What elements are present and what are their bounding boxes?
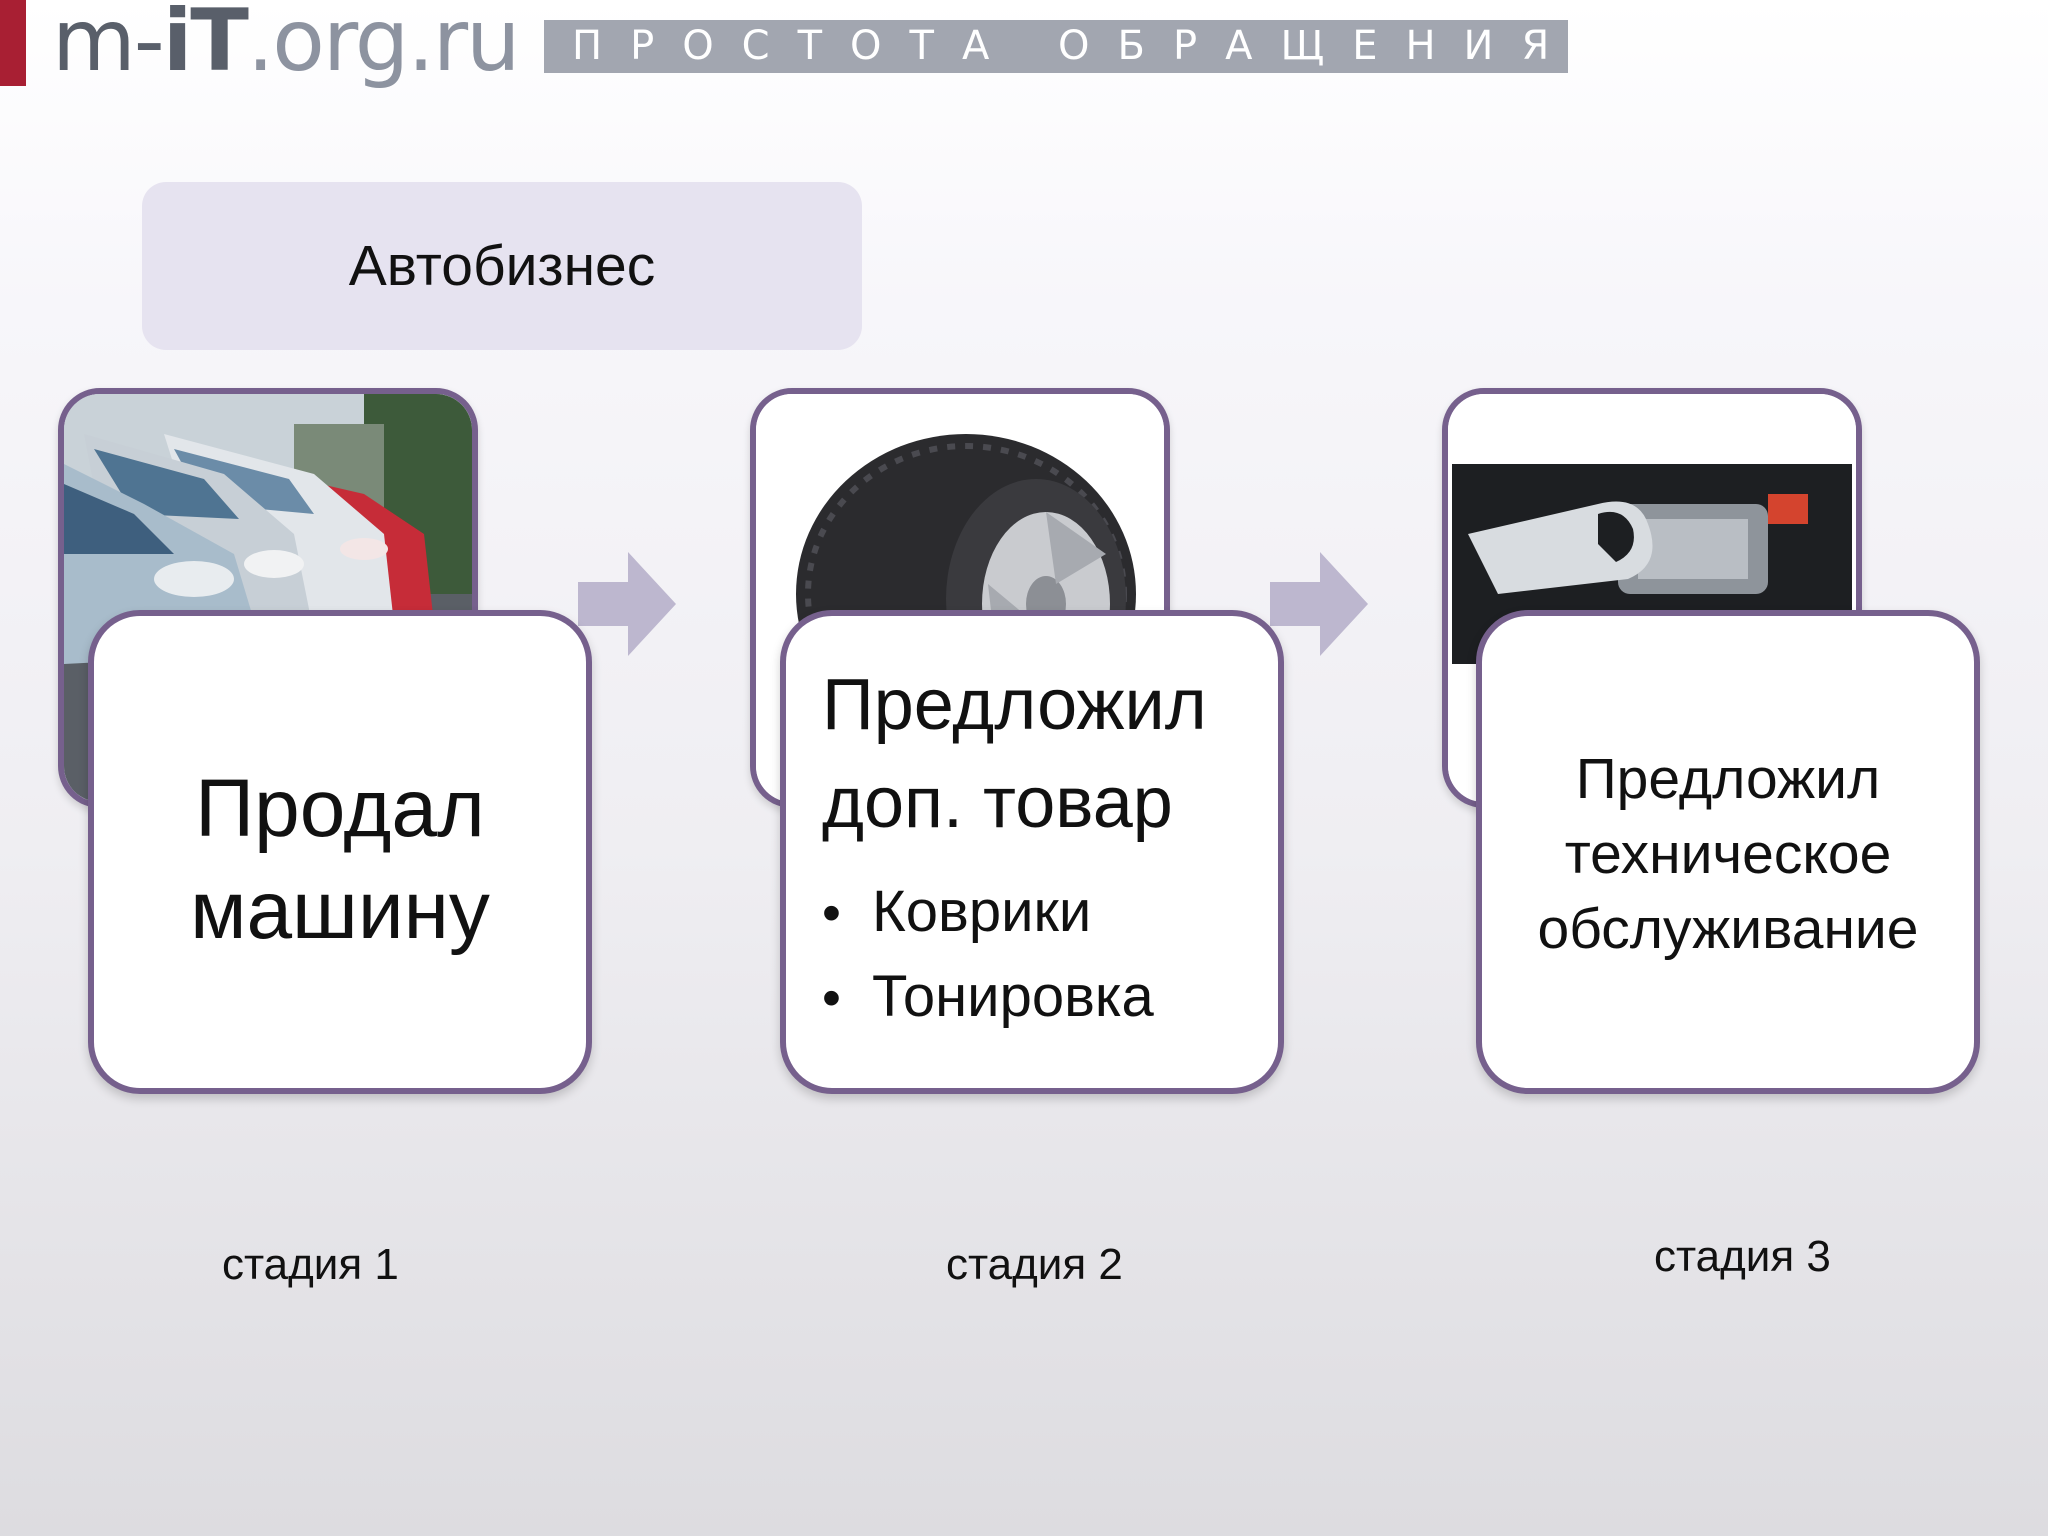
bullet-text: Тонировка — [872, 964, 1154, 1029]
stage-3-card — [1476, 610, 1980, 1094]
stage-1-card — [88, 610, 592, 1094]
stage-2-caption: стадия 2 — [946, 1240, 1123, 1289]
stage-2-card — [780, 610, 1284, 1094]
stage-3-caption: стадия 3 — [1654, 1232, 1831, 1281]
diagram-title: Автобизнес — [348, 234, 656, 298]
logo-part-3: .org.ru — [246, 0, 521, 91]
arrow-right-icon — [1270, 552, 1368, 656]
bullet-item: • Коврики — [822, 870, 1262, 955]
bullet-item: • Тонировка — [822, 955, 1262, 1040]
bullet-dot-icon: • — [822, 883, 841, 943]
stage-1-caption: стадия 1 — [222, 1240, 399, 1289]
stage-2-title: Предложил доп. товар — [822, 665, 1207, 843]
title-box — [142, 182, 862, 350]
arrow-right-icon — [578, 552, 676, 656]
logo-part-1: m- — [52, 0, 165, 91]
stage-2-bullets: • Коврики • Тонировка — [822, 870, 1262, 1040]
site-logo[interactable]: m-iT.org.ru — [52, 0, 521, 96]
brand-bar — [0, 0, 26, 86]
bullet-text: Коврики — [872, 879, 1092, 944]
stage-3-text: Предложил техническое обслуживание — [1537, 747, 1919, 961]
stage-1-text: Продал машину — [190, 763, 490, 956]
slogan-bar — [544, 20, 1568, 73]
logo-part-2: iT — [162, 0, 249, 91]
bullet-dot-icon: • — [822, 968, 841, 1028]
slogan-text: ПРОСТОТА ОБРАЩЕНИЯ — [572, 23, 1568, 69]
